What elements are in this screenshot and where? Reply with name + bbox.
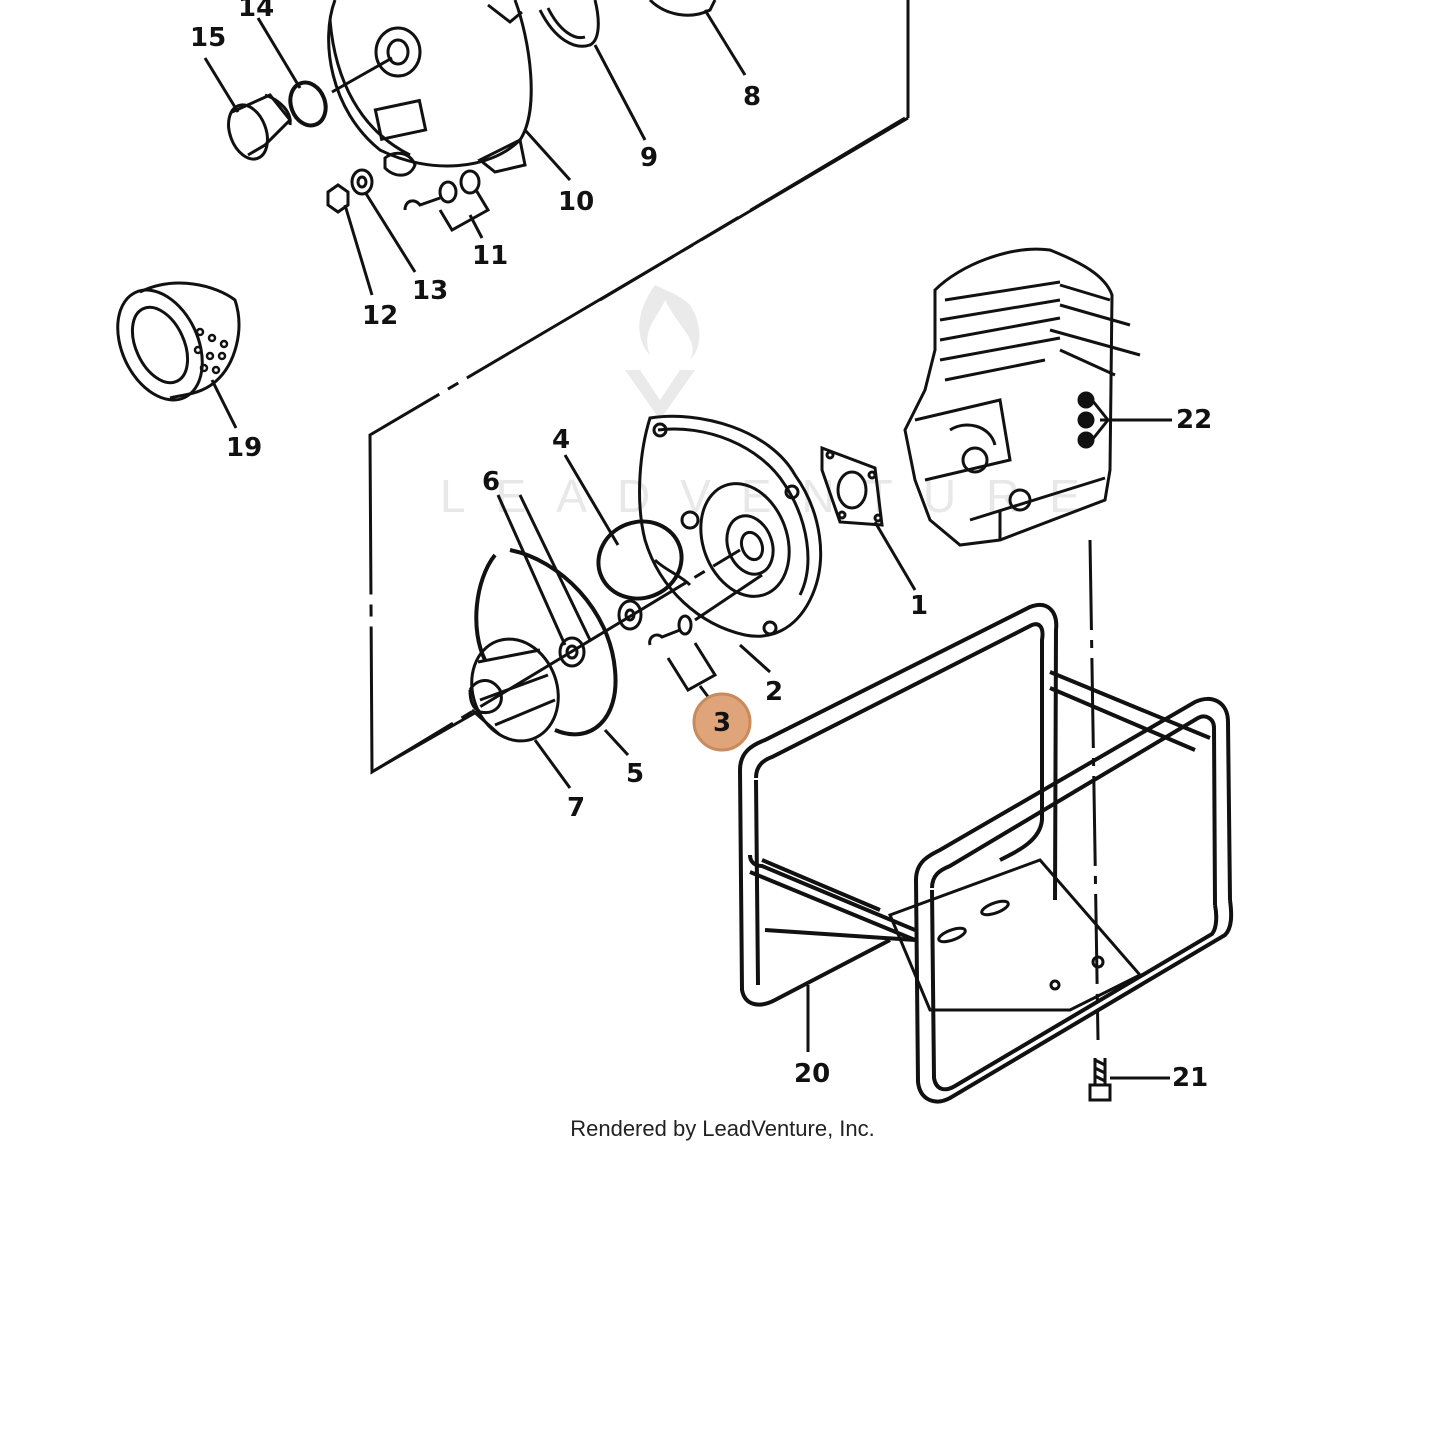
frame-20 — [738, 603, 1234, 1104]
render-credit: Rendered by LeadVenture, Inc. — [570, 1116, 875, 1141]
part-8 — [648, 0, 717, 17]
nut-6a — [617, 599, 643, 631]
label-part-8[interactable]: 8 — [743, 82, 761, 112]
watermark-text: LEADVENTURE — [440, 470, 1110, 522]
leader-lines — [203, 9, 1172, 1080]
nut-6b — [558, 636, 586, 668]
label-part-14[interactable]: 14 — [238, 0, 274, 23]
label-part-13[interactable]: 13 — [412, 276, 448, 306]
bolt-11 — [403, 196, 441, 211]
label-part-12[interactable]: 12 — [362, 301, 398, 331]
label-part-20[interactable]: 20 — [794, 1059, 830, 1089]
fasteners-upper — [326, 168, 491, 233]
flame-logo-icon — [639, 285, 700, 360]
wear-ring-5 — [474, 548, 618, 737]
label-part-9[interactable]: 9 — [640, 143, 658, 173]
label-part-1[interactable]: 1 — [910, 591, 928, 621]
engine-22 — [903, 247, 1141, 547]
label-part-22[interactable]: 22 — [1176, 405, 1212, 435]
fitting-15 — [227, 93, 293, 161]
label-part-10[interactable]: 10 — [558, 187, 594, 217]
bolt-21 — [1088, 1058, 1112, 1102]
center-frame-guide — [599, 116, 906, 302]
group-frames — [368, 0, 910, 775]
label-part-21[interactable]: 21 — [1172, 1063, 1208, 1093]
label-part-19[interactable]: 19 — [226, 433, 262, 463]
washer-3 — [677, 614, 693, 636]
gasket-1 — [820, 445, 884, 527]
label-part-15[interactable]: 15 — [190, 23, 226, 53]
pump-housing — [327, 0, 533, 177]
washer-13 — [350, 168, 374, 196]
chevron-logo-icon — [625, 370, 695, 420]
bolt-3 — [648, 628, 681, 646]
watermark: LEADVENTURE — [440, 285, 1110, 522]
o-ring-4 — [596, 519, 684, 601]
part-labels: 1 2 3 4 5 6 7 8 9 10 11 12 13 14 15 19 2… — [190, 0, 1212, 1093]
mounting-plate — [888, 858, 1143, 1012]
impeller-7 — [468, 637, 560, 743]
label-part-3[interactable]: 3 — [713, 708, 731, 738]
cover-plate-2 — [638, 414, 823, 638]
label-part-2[interactable]: 2 — [765, 677, 783, 707]
fasteners-3-6 — [558, 599, 718, 693]
highlight-marker[interactable] — [692, 692, 752, 752]
nut-12 — [326, 183, 350, 214]
label-part-11[interactable]: 11 — [472, 241, 508, 271]
label-part-7[interactable]: 7 — [567, 793, 585, 823]
strainer-19 — [116, 281, 241, 402]
o-ring-14 — [288, 80, 328, 128]
gasket-9 — [538, 0, 600, 48]
label-part-5[interactable]: 5 — [626, 759, 644, 789]
label-part-4[interactable]: 4 — [552, 425, 570, 455]
label-part-6[interactable]: 6 — [482, 467, 500, 497]
